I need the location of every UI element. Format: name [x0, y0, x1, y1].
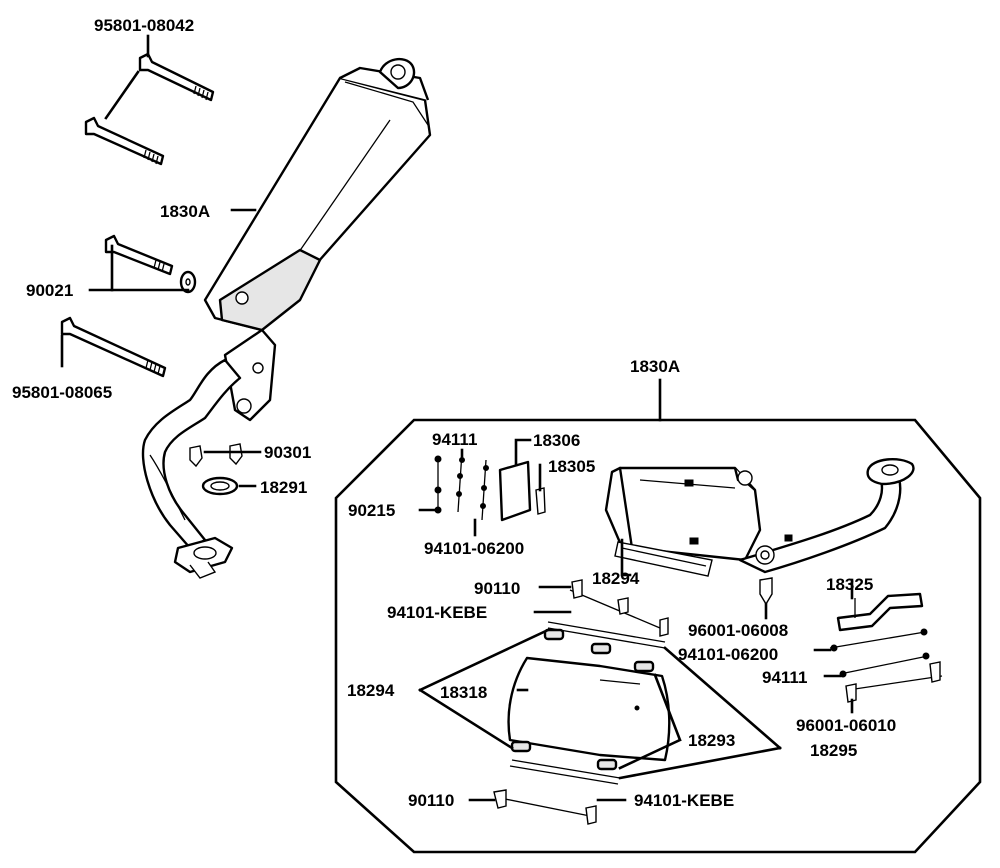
bolt-95801-08065 [60, 316, 167, 378]
label-90301: 90301 [264, 443, 311, 462]
leader-lines-left [60, 34, 262, 488]
label-94101-06200-right: 94101-06200 [678, 645, 778, 664]
label-94101-KEBE-lower: 94101-KEBE [634, 791, 734, 810]
label-18295: 18295 [810, 741, 857, 760]
label-96001-06010: 96001-06010 [796, 716, 896, 735]
label-95801-08042: 95801-08042 [94, 16, 194, 35]
label-18305: 18305 [548, 457, 595, 476]
clamp-bands-18295 [509, 621, 666, 785]
label-18294-upper: 18294 [592, 569, 640, 588]
label-1830A-main: 1830A [160, 202, 210, 221]
bolt-95801-08042-b [84, 116, 165, 166]
label-95801-08065: 95801-08065 [12, 383, 112, 402]
label-94111-right: 94111 [762, 668, 807, 687]
label-94111-top: 94111 [432, 430, 477, 449]
label-90110-upper: 90110 [474, 579, 520, 598]
label-90110-lower: 90110 [408, 791, 454, 810]
bracket-18294-upper [614, 541, 713, 577]
muffler-assembly [141, 57, 432, 579]
clips-90301 [189, 443, 243, 468]
label-18306: 18306 [533, 431, 580, 450]
label-18325: 18325 [826, 575, 873, 594]
label-1830A-box: 1830A [630, 357, 680, 376]
gasket-18291 [201, 476, 239, 496]
detail-muffler [604, 458, 915, 574]
rods-right [829, 628, 943, 703]
bracket-18325 [836, 592, 924, 632]
bolts-90110-upper [569, 579, 669, 637]
label-94101-KEBE-upper: 94101-KEBE [387, 603, 487, 622]
detail-box [334, 378, 982, 854]
heat-shield-18318 [507, 656, 671, 762]
label-94101-06200-left: 94101-06200 [424, 539, 524, 558]
bolt-90021 [104, 234, 197, 294]
label-90021: 90021 [26, 281, 73, 300]
label-18318: 18318 [440, 683, 487, 702]
label-18291: 18291 [260, 478, 307, 497]
bolts-90110-lower [493, 789, 597, 825]
grommets-18293 [510, 628, 655, 771]
detail-small-parts [434, 451, 546, 522]
label-96001-06008: 96001-06008 [688, 621, 788, 640]
label-90215: 90215 [348, 501, 395, 520]
label-18294-left: 18294 [347, 681, 395, 700]
bolt-96001-06008 [759, 577, 773, 606]
bolt-95801-08042-a [138, 52, 215, 102]
leader-lines-right [418, 438, 854, 802]
label-18293: 18293 [688, 731, 735, 750]
part-labels: 95801-08042 1830A 90021 95801-08065 9030… [12, 16, 896, 810]
